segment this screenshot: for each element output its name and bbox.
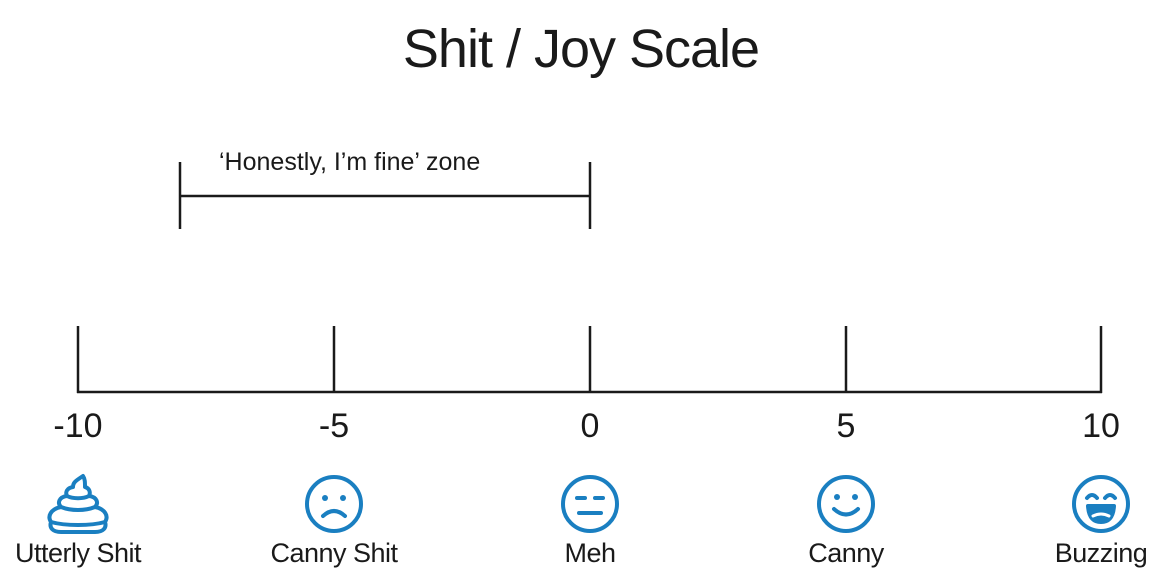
- grinning-face-icon: [1066, 472, 1136, 536]
- neutral-face-icon: [555, 472, 625, 536]
- zone-label: ‘Honestly, I’m fine’ zone: [219, 148, 481, 176]
- tick-label: -5: [318, 407, 350, 445]
- tick-label: -10: [53, 407, 103, 445]
- point-label-utterly-shit: Utterly Shit: [14, 538, 142, 568]
- poop-icon: [43, 472, 113, 536]
- smiling-face-icon: [811, 472, 881, 536]
- point-label-canny-shit: Canny Shit: [270, 538, 398, 568]
- zone-bracket: [178, 162, 592, 229]
- tick-label: 5: [836, 407, 856, 445]
- frowning-face-icon: [299, 472, 369, 536]
- tick-label: 0: [580, 407, 600, 445]
- point-label-meh: Meh: [564, 538, 616, 568]
- point-label-canny: Canny: [808, 538, 884, 568]
- diagram-title: Shit / Joy Scale: [402, 19, 760, 79]
- point-label-buzzing: Buzzing: [1054, 538, 1148, 568]
- tick-label: 10: [1082, 407, 1120, 445]
- scale-axis: [76, 326, 1103, 394]
